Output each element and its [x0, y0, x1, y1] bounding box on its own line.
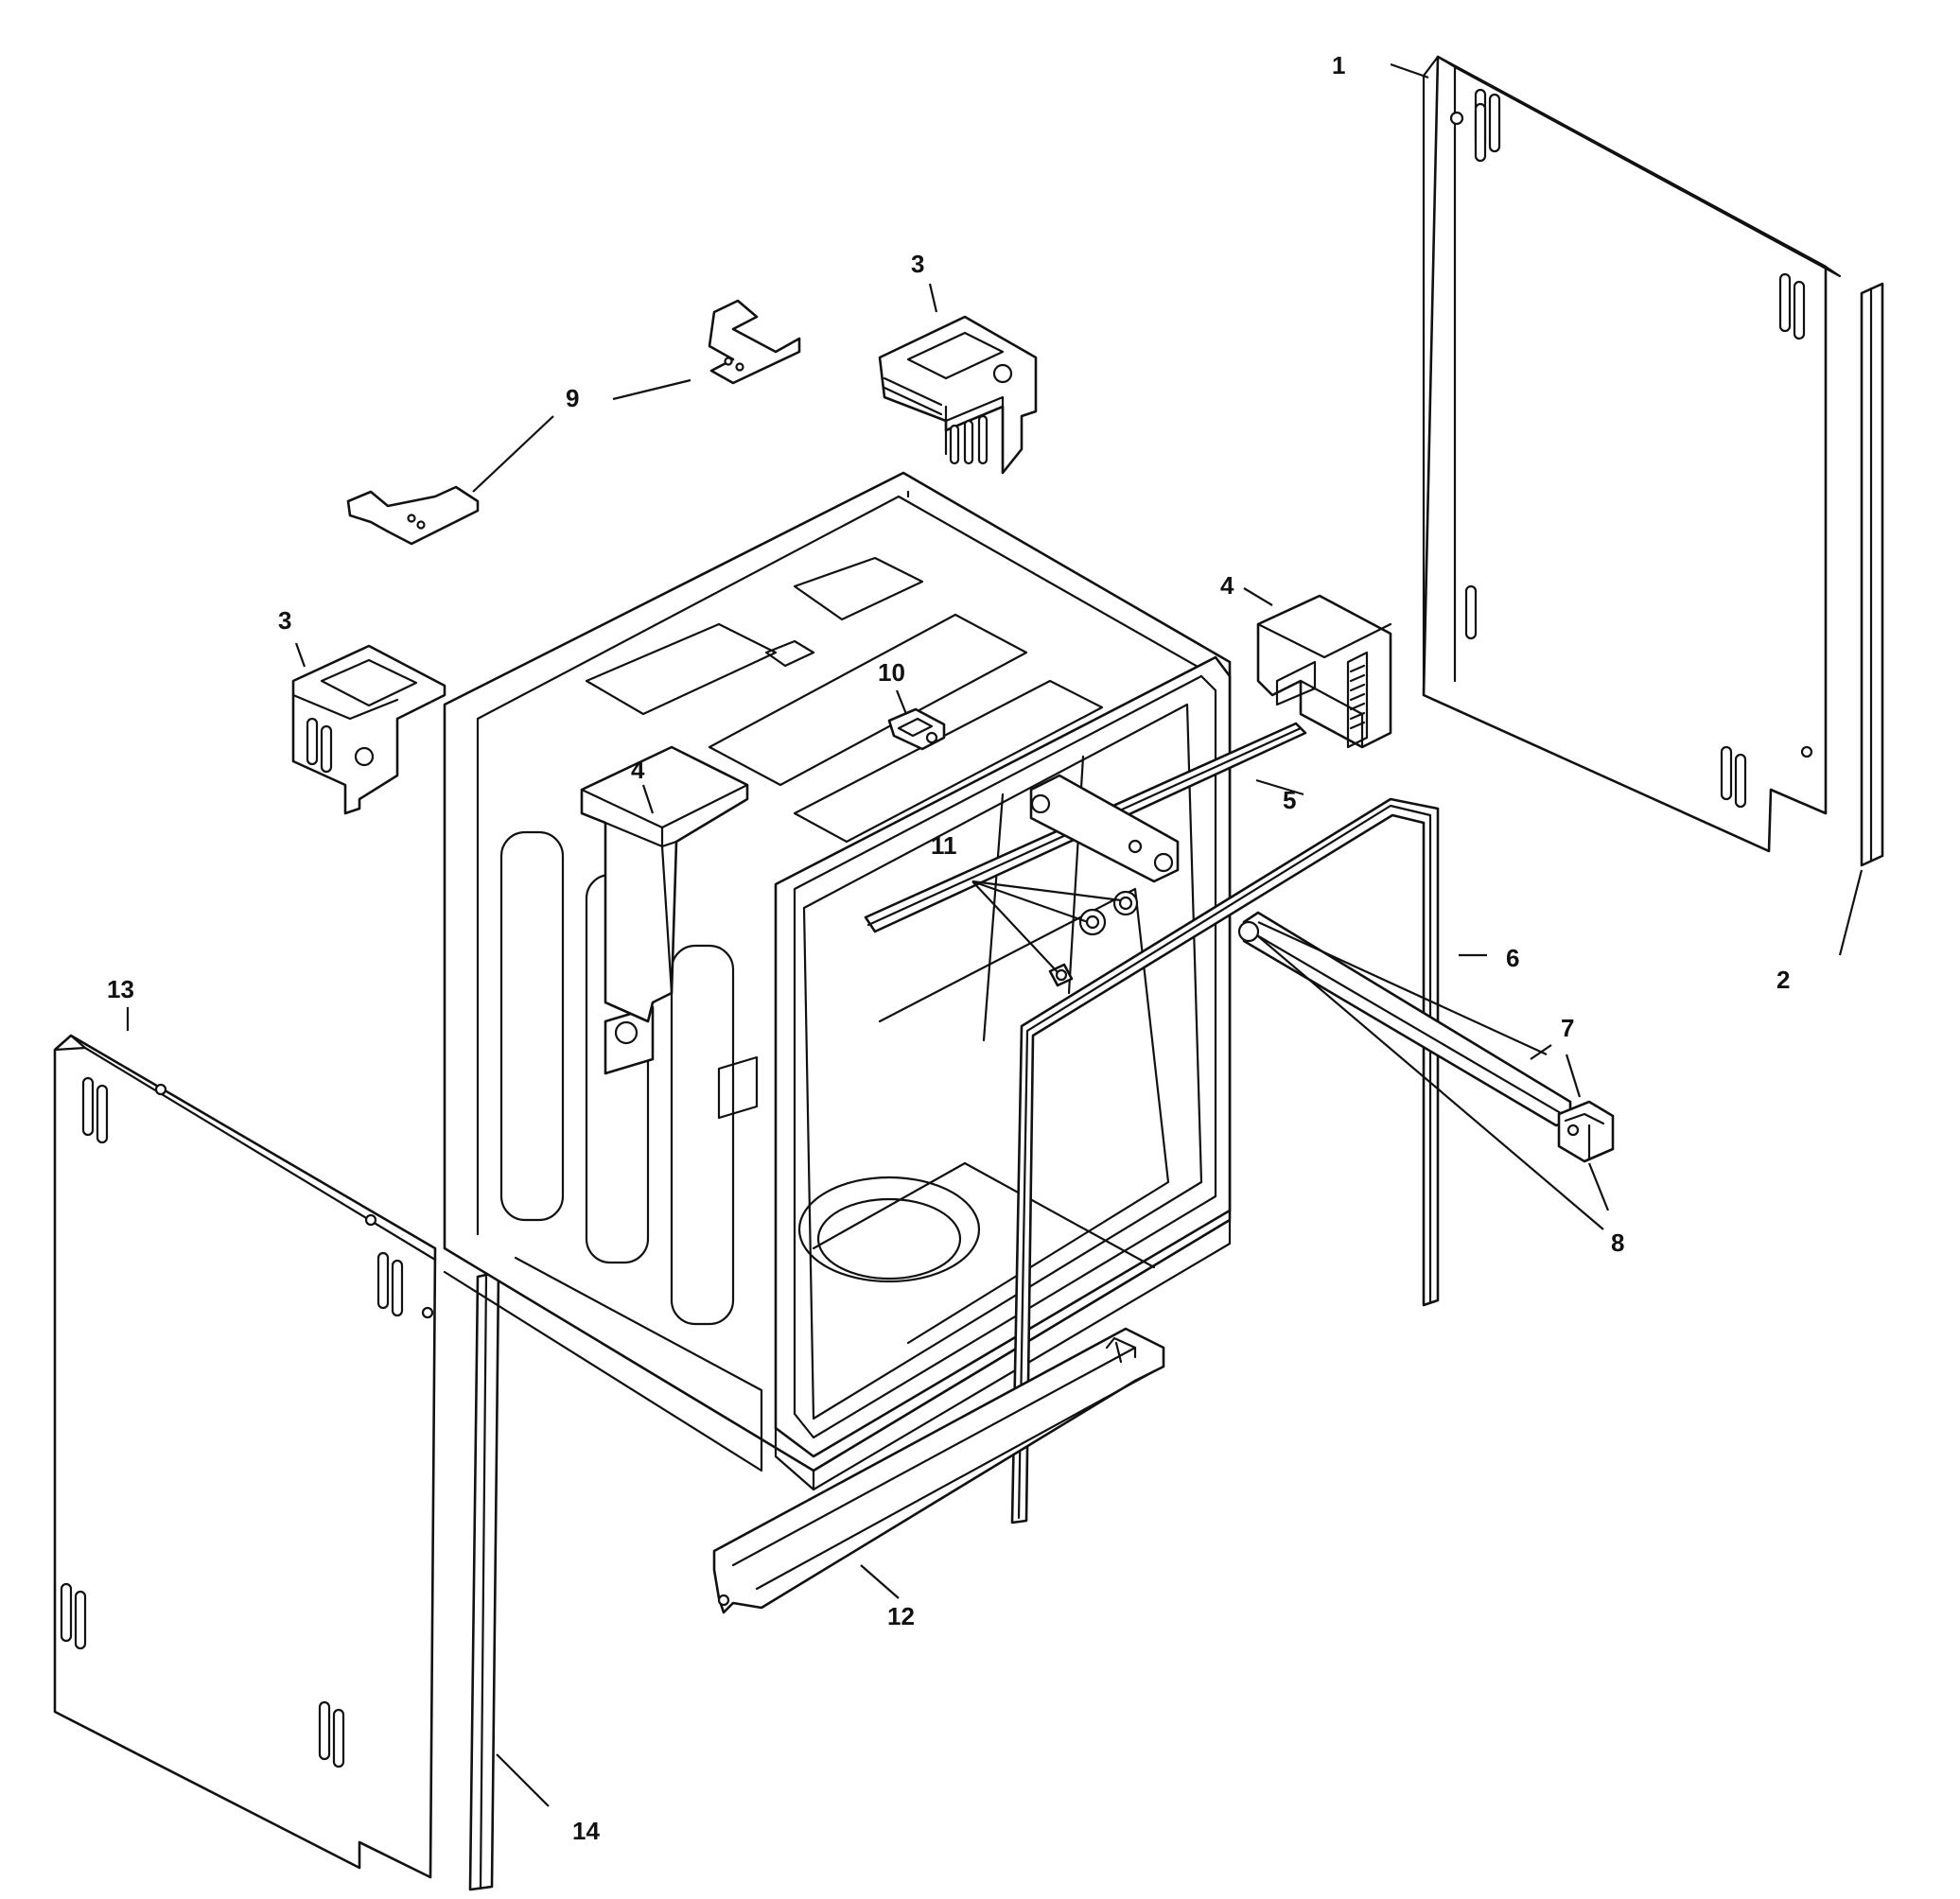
callout-13: 13 — [107, 975, 134, 1003]
callout-6: 6 — [1506, 944, 1519, 972]
bushing-2 — [1112, 890, 1139, 916]
callout-1: 1 — [1332, 51, 1345, 79]
callout-14: 14 — [572, 1817, 600, 1845]
tub-cabinet — [443, 471, 1232, 1491]
mounting-bracket-upper — [878, 315, 1038, 475]
side-bracket-right — [1256, 594, 1392, 749]
callout-3-upper: 3 — [911, 250, 924, 278]
callout-2: 2 — [1776, 966, 1790, 994]
end-cap — [1557, 1100, 1615, 1163]
callout-11: 11 — [931, 831, 957, 860]
right-side-panel — [1422, 55, 1842, 853]
door-bottom-rail — [1237, 911, 1572, 1127]
callout-9: 9 — [566, 384, 579, 412]
callout-7: 7 — [1561, 1014, 1574, 1042]
side-bracket-left — [580, 745, 749, 1023]
small-bracket-lower — [346, 485, 480, 546]
bushing-1 — [1078, 908, 1107, 936]
callout-10: 10 — [878, 658, 905, 687]
left-vertical-trim — [468, 1270, 500, 1891]
leader-lines — [126, 62, 1864, 1807]
right-vertical-trim — [1860, 282, 1884, 867]
bottom-base-rail — [712, 1327, 1165, 1614]
callout-12: 12 — [887, 1602, 915, 1630]
hinge-plate — [1029, 774, 1180, 883]
top-latch — [887, 707, 946, 751]
door-gasket — [1010, 797, 1440, 1524]
callout-4-right: 4 — [1220, 571, 1234, 600]
left-side-panel — [53, 1034, 437, 1879]
mounting-bracket-left — [291, 644, 446, 815]
callout-8: 8 — [1611, 1228, 1624, 1257]
callout-5: 5 — [1283, 786, 1296, 814]
callout-labels: 1 2 3 3 4 4 5 6 7 8 9 10 11 12 13 14 — [107, 51, 1790, 1845]
small-bracket-upper — [708, 299, 801, 385]
callout-4-left: 4 — [631, 756, 645, 784]
callout-3-left: 3 — [278, 606, 291, 635]
